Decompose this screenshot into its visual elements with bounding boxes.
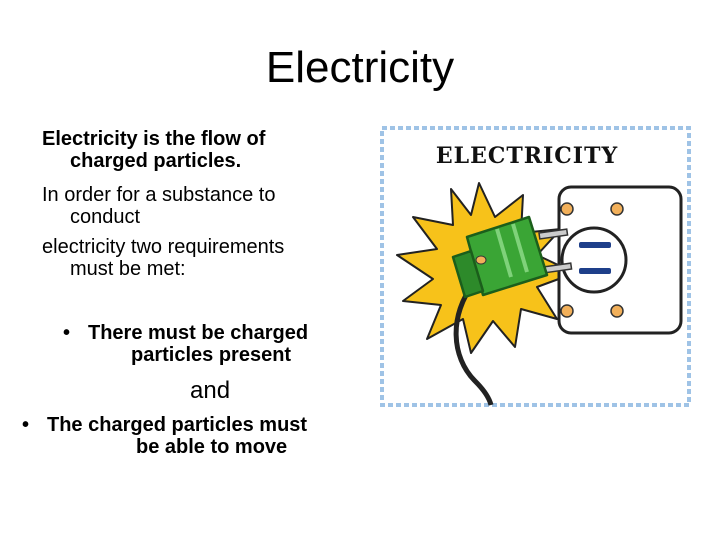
requirements-line-2: must be met: (70, 258, 186, 280)
conduct-paragraph: In order for a substance to conduct (42, 184, 382, 228)
screw-icon (610, 304, 624, 318)
definition-paragraph: Electricity is the flow of charged parti… (42, 128, 382, 172)
clipart-border (380, 126, 691, 407)
definition-line-1: Electricity is the flow of (42, 128, 266, 150)
conduct-line-2: conduct (70, 206, 141, 228)
power-cord (453, 281, 494, 406)
outlet-slot (579, 268, 611, 274)
plug-prong (538, 228, 569, 240)
outlet-socket (560, 226, 628, 294)
clipart-label: ELECTRICITY (436, 143, 618, 169)
definition-line-2: charged particles. (70, 150, 242, 172)
requirements-line-1: electricity two requirements (42, 236, 285, 258)
bullet-item-able-to-move: • The charged particles must be able to … (22, 414, 402, 458)
screw-icon (610, 202, 624, 216)
conduct-line-1: In order for a substance to (42, 184, 276, 206)
outlet-slot (579, 242, 611, 248)
bullet-dot: • (22, 414, 30, 436)
electric-plug-outlet-icon: ELECTRICITY (380, 126, 691, 407)
requirements-paragraph: electricity two requirements must be met… (42, 236, 382, 280)
and-connector: and (190, 377, 231, 404)
electricity-clipart: ELECTRICITY (379, 125, 693, 409)
bullet-line-1: There must be charged (88, 322, 309, 344)
bullet-item-charged-particles: • There must be charged particles presen… (63, 322, 393, 366)
screw-icon (560, 304, 574, 318)
bullet-line-2: particles present (131, 344, 292, 366)
bullet-line-2: be able to move (136, 436, 288, 458)
screw-icon (560, 202, 574, 216)
plug-body (451, 215, 549, 299)
bullet-dot: • (63, 322, 71, 344)
slide-title: Electricity (265, 43, 455, 92)
bullet-line-1: The charged particles must (47, 414, 308, 436)
